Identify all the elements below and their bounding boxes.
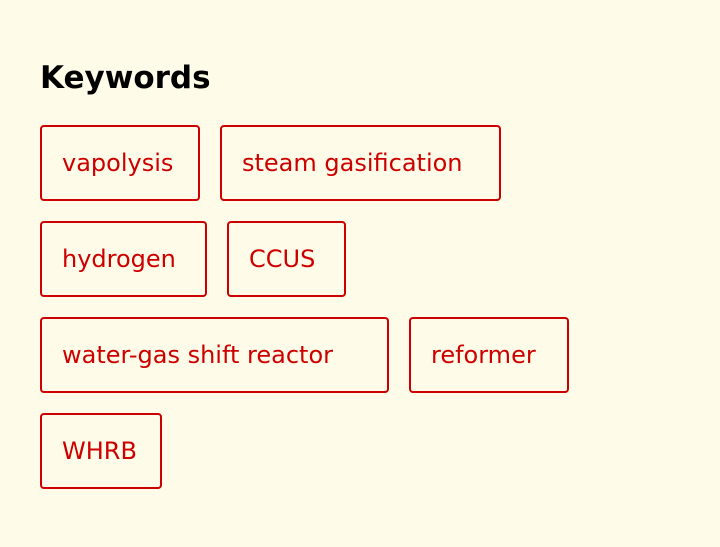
keyword-tag[interactable]: WHRB	[40, 413, 162, 489]
keyword-tag[interactable]: steam gasification	[220, 125, 501, 201]
keyword-tag[interactable]: hydrogen	[40, 221, 207, 297]
keyword-tag[interactable]: reformer	[409, 317, 569, 393]
keyword-tag[interactable]: water-gas shift reactor	[40, 317, 389, 393]
keyword-tag[interactable]: CCUS	[227, 221, 346, 297]
keywords-heading: Keywords	[40, 60, 211, 96]
keyword-tag[interactable]: vapolysis	[40, 125, 200, 201]
